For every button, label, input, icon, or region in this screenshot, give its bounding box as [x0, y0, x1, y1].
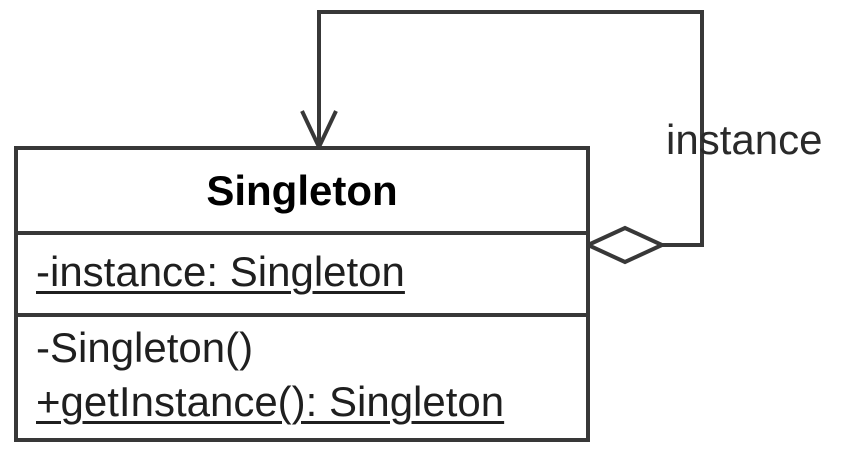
- connector-line: [317, 10, 704, 247]
- class-methods-compartment: -Singleton() +getInstance(): Singleton: [18, 317, 586, 438]
- method-row-constructor: -Singleton(): [36, 324, 254, 371]
- class-title-compartment: Singleton: [18, 150, 586, 235]
- attribute-row-instance: -instance: Singleton: [36, 248, 405, 295]
- class-name: Singleton: [206, 166, 398, 214]
- aggregation-diamond-icon: [583, 225, 667, 265]
- class-box-singleton: Singleton -instance: Singleton -Singleto…: [14, 146, 590, 442]
- class-attributes-compartment: -instance: Singleton: [18, 235, 586, 317]
- association-label-instance: instance: [666, 116, 823, 163]
- method-row-getinstance: +getInstance(): Singleton: [36, 378, 505, 425]
